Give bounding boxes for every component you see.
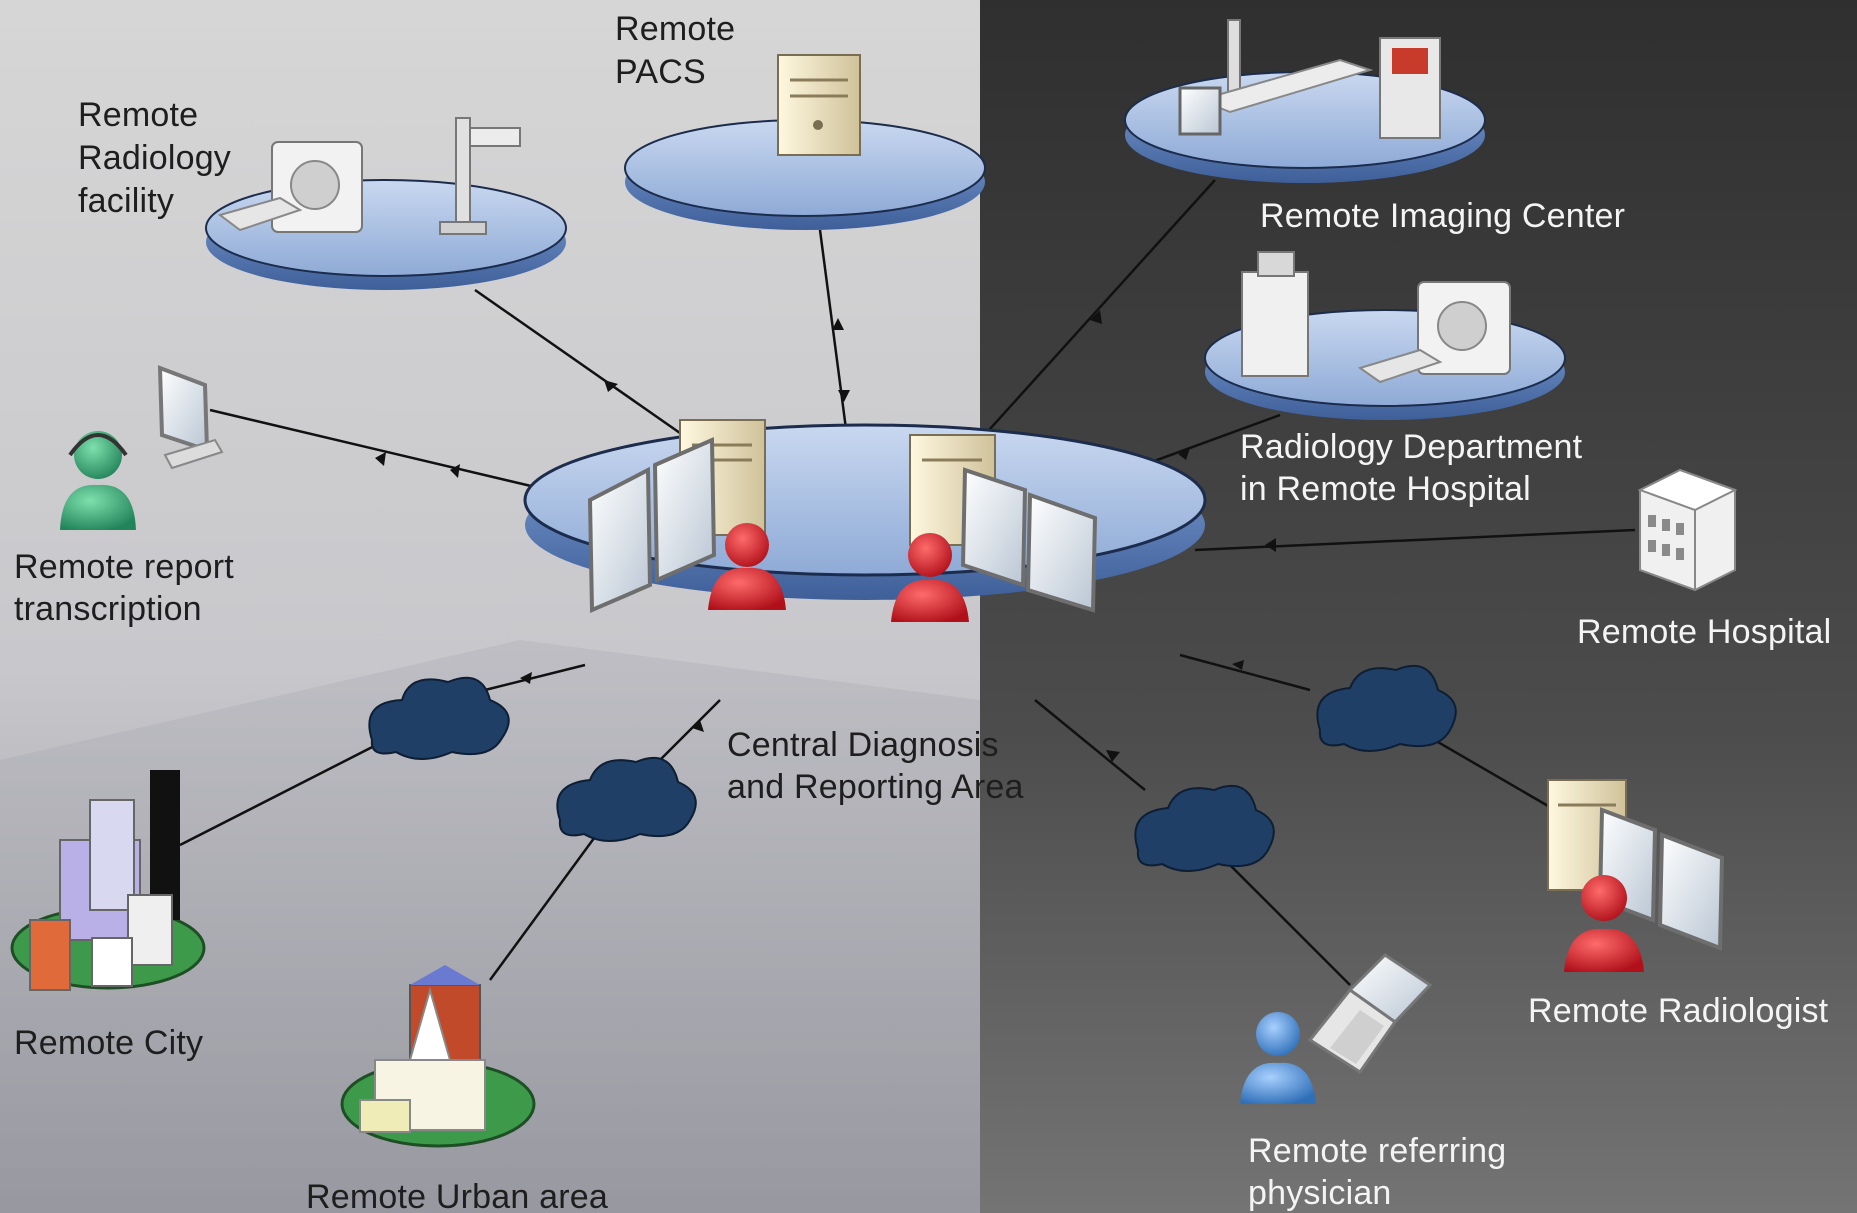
monitor-icon (157, 365, 224, 470)
city-label: Remote City (14, 1024, 203, 1062)
link-cloud-c (1034, 699, 1146, 791)
referring-node (1240, 953, 1433, 1104)
transcription-line-2: transcription (14, 590, 202, 628)
pacs-label-line-1: Remote (615, 10, 735, 48)
person-icon (891, 533, 969, 622)
server-icon (777, 54, 861, 156)
ct-scanner-icon (1357, 281, 1511, 384)
radiology-department-node (1204, 251, 1566, 420)
radiology-facility-node (205, 117, 567, 290)
radiology-department-label: Radiology Department in Remote Hospital (1240, 428, 1592, 508)
person-icon (1240, 1012, 1316, 1104)
radiology-department-line-1: Radiology Department (1240, 428, 1583, 466)
link-cloud-d (1179, 653, 1311, 692)
cloud-icon (1134, 785, 1275, 872)
pacs-label-line-2: PACS (615, 53, 706, 91)
monitor-icon (587, 436, 717, 614)
transcription-node (60, 365, 224, 530)
transcription-line-1: Remote report (14, 548, 234, 586)
hospital-label: Remote Hospital (1577, 613, 1831, 651)
link-city (179, 736, 391, 847)
church-icon (359, 965, 486, 1133)
x-ray-stand-icon (439, 117, 521, 235)
radiology-facility-label: Remote Radiology facility (78, 96, 241, 220)
urban-node (340, 965, 536, 1148)
monitor-icon (1178, 86, 1222, 136)
link-cloud-a (484, 663, 586, 692)
transcription-label: Remote report transcription (14, 548, 244, 628)
pacs-node (624, 54, 986, 230)
right-background (980, 0, 1857, 1213)
urban-label: Remote Urban area (306, 1178, 608, 1213)
control-console-icon (1379, 37, 1441, 139)
central-label: Central Diagnosis and Reporting Area (727, 726, 1024, 806)
monitor-icon (960, 467, 1098, 613)
central-workstation-left (587, 419, 786, 614)
referring-line-1: Remote referring (1248, 1132, 1506, 1170)
pacs-label: Remote PACS (615, 10, 745, 91)
laptop-icon (1307, 953, 1433, 1075)
link-urban (488, 829, 602, 981)
cloud-icon (1316, 665, 1457, 752)
cloud-icon (368, 676, 510, 760)
left-floor-shade (0, 640, 980, 1213)
link-imaging-center (979, 179, 1216, 441)
link-radiology-facility (474, 288, 691, 442)
radiology-department-line-2: in Remote Hospital (1240, 470, 1531, 508)
city-node (10, 770, 206, 991)
referring-label: Remote referring physician (1248, 1132, 1516, 1212)
line-arrowheads (375, 310, 1276, 762)
referring-line-2: physician (1248, 1174, 1392, 1212)
radiologist-label: Remote Radiologist (1528, 992, 1829, 1030)
radiologist-node (1547, 779, 1725, 972)
imaging-center-node (1124, 19, 1486, 183)
radiology-facility-line-1: Remote (78, 96, 198, 134)
x-ray-table-icon (1196, 19, 1374, 114)
central-label-line-1: Central Diagnosis (727, 726, 999, 764)
city-buildings-icon (29, 770, 180, 991)
cloud-icon (556, 757, 697, 842)
x-ray-unit-icon (1241, 251, 1309, 377)
ct-scanner-icon (217, 141, 363, 233)
link-cloud-b (659, 699, 721, 761)
person-icon (708, 523, 786, 610)
person-icon (60, 431, 136, 530)
radiology-facility-line-2: Radiology (78, 139, 231, 177)
central-label-line-2: and Reporting Area (727, 768, 1024, 806)
imaging-center-label: Remote Imaging Center (1260, 197, 1625, 235)
link-transcription (209, 408, 591, 502)
hospital-building-icon (1637, 468, 1738, 592)
connection-lines (179, 179, 1636, 986)
central-workstation-right (891, 434, 1098, 622)
radiology-facility-line-3: facility (78, 182, 174, 220)
headset-icon (68, 433, 128, 457)
person-icon (1564, 875, 1644, 972)
